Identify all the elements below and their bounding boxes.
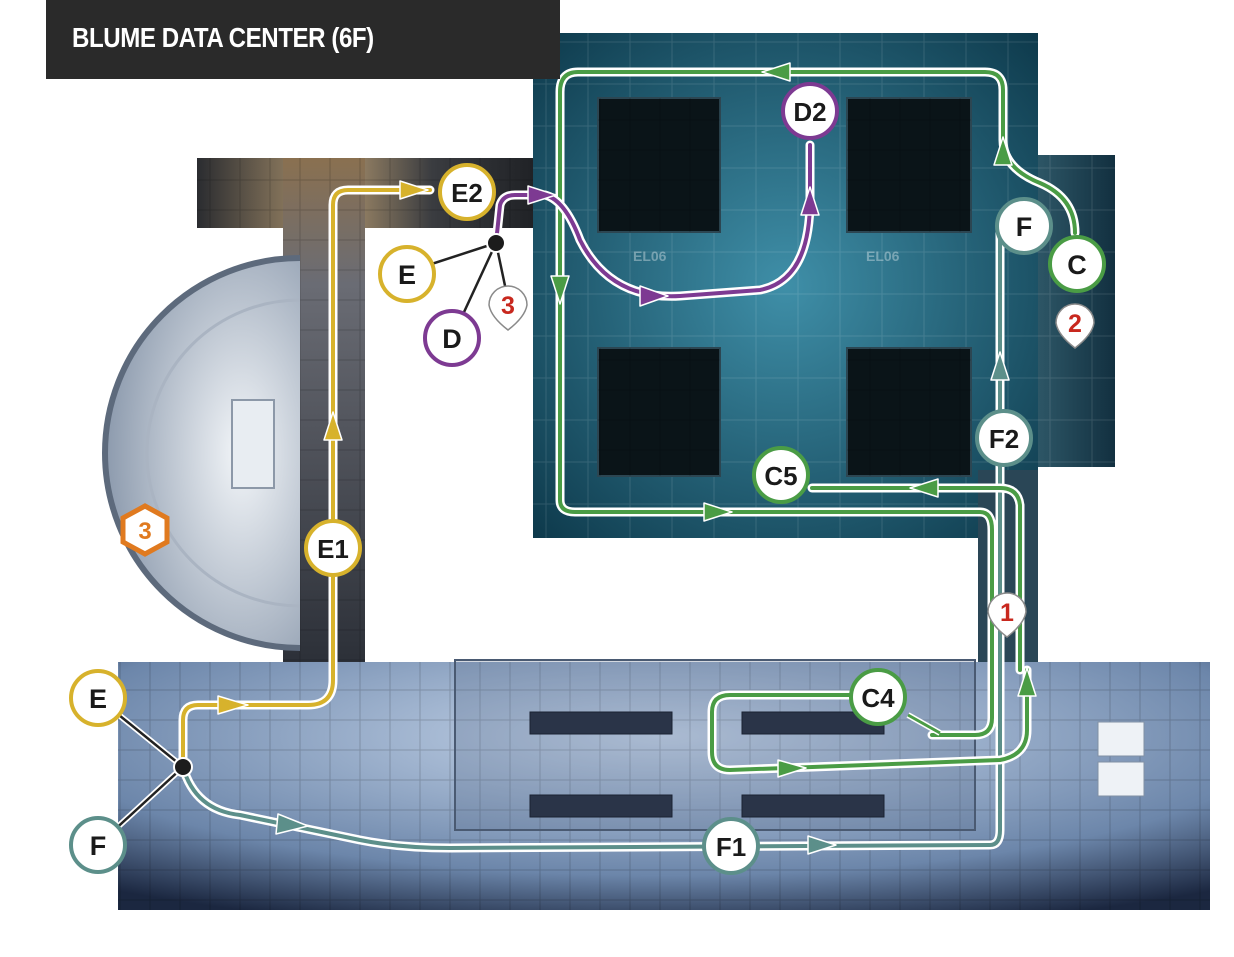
svg-text:C5: C5 <box>764 461 797 491</box>
svg-text:C4: C4 <box>861 683 895 713</box>
arrow-c-2 <box>761 62 791 82</box>
callout-pins: 1 2 3 3 <box>120 285 1095 638</box>
arrow-f-1 <box>275 813 309 835</box>
lower-racks <box>529 711 885 818</box>
arrow-f-2 <box>807 835 837 855</box>
marker-d2[interactable]: D2 <box>781 82 839 140</box>
junction-dot-icon <box>486 233 506 253</box>
svg-text:C: C <box>1067 250 1087 280</box>
svg-text:F: F <box>90 831 107 861</box>
arrow-e-2 <box>323 411 343 441</box>
svg-text:F1: F1 <box>716 832 746 862</box>
arrow-d-2 <box>639 285 669 307</box>
hexagon-objective-icon[interactable]: 3 <box>120 503 170 557</box>
svg-text:F: F <box>1016 212 1033 242</box>
marker-f1[interactable]: F1 <box>702 817 760 875</box>
marker-e-upper[interactable]: E <box>378 245 436 303</box>
location-markers: E F E1 E2 E D D2 F <box>69 82 1106 875</box>
floor-geometry: EL06 EL06 <box>102 33 1210 910</box>
arrow-d-3 <box>800 186 820 216</box>
svg-text:D: D <box>442 324 462 354</box>
map-title: BLUME DATA CENTER (6F) <box>72 22 374 53</box>
arrow-f-3 <box>990 351 1010 381</box>
marker-c-spawn[interactable]: C <box>1048 235 1106 293</box>
arrow-e-3 <box>399 180 429 200</box>
route-d <box>491 140 815 301</box>
east-corridor <box>978 470 1038 670</box>
marker-f-spawn[interactable]: F <box>69 816 127 874</box>
arrow-e-1 <box>217 695 249 715</box>
svg-text:E: E <box>398 260 416 290</box>
marker-e1[interactable]: E1 <box>304 519 362 577</box>
route-c <box>555 67 1080 775</box>
svg-text:E2: E2 <box>451 178 483 208</box>
direction-arrows <box>217 62 1037 855</box>
svg-text:3: 3 <box>501 292 515 320</box>
marker-c5[interactable]: C5 <box>752 446 810 504</box>
svg-text:E1: E1 <box>317 534 349 564</box>
title-bar: BLUME DATA CENTER (6F) <box>46 0 560 79</box>
route-e <box>178 185 435 772</box>
floor-label-1: EL06 <box>633 248 667 264</box>
marker-f-right[interactable]: F <box>995 197 1053 255</box>
arrow-c-7 <box>777 759 807 778</box>
arrow-c-4 <box>703 502 733 522</box>
marker-d-spawn[interactable]: D <box>423 309 481 367</box>
map-pin-icon[interactable]: 2 <box>1055 303 1095 349</box>
floor-label-2: EL06 <box>866 248 900 264</box>
svg-text:2: 2 <box>1068 310 1082 338</box>
map-pin-icon[interactable]: 1 <box>987 592 1027 638</box>
arrow-c-5 <box>909 478 939 498</box>
marker-c4[interactable]: C4 <box>849 668 907 726</box>
junction-dot-icon <box>173 757 193 777</box>
svg-text:E: E <box>89 684 107 714</box>
arrow-d-1 <box>527 185 557 205</box>
svg-text:F2: F2 <box>989 424 1019 454</box>
svg-text:1: 1 <box>1000 599 1014 627</box>
arrow-c-3 <box>550 275 570 305</box>
marker-e-spawn[interactable]: E <box>69 669 127 727</box>
svg-text:3: 3 <box>138 518 151 545</box>
arrow-c-1 <box>993 136 1013 166</box>
map-pin-icon[interactable]: 3 <box>488 285 528 331</box>
svg-text:D2: D2 <box>793 97 826 127</box>
marker-f2[interactable]: F2 <box>975 409 1033 467</box>
arrow-c-6 <box>1017 667 1037 697</box>
marker-e2[interactable]: E2 <box>438 163 496 221</box>
